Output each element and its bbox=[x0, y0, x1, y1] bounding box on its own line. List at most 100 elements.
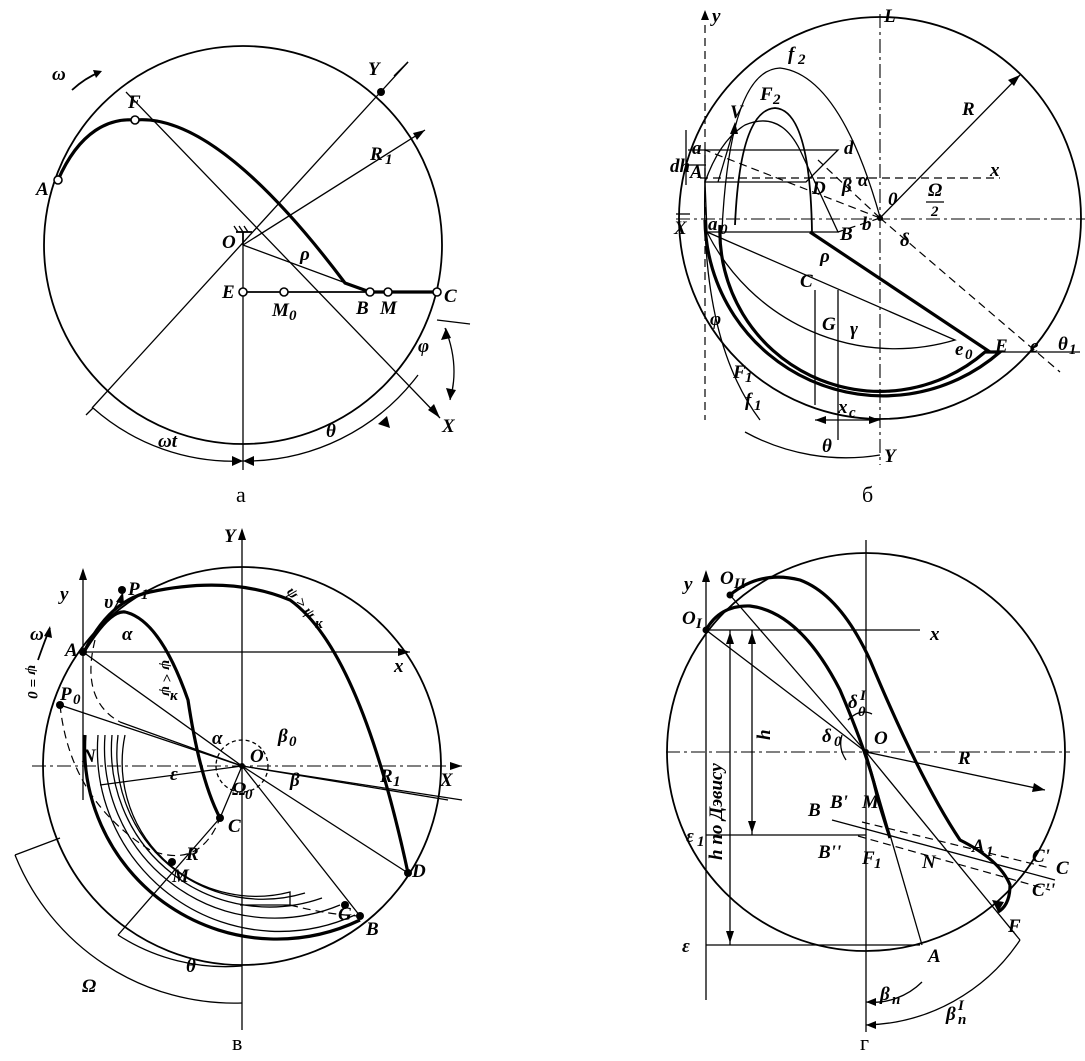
caption-v: в bbox=[232, 1030, 242, 1055]
panel-g-curve-outer bbox=[728, 575, 1012, 914]
panel-b-label-f1: f bbox=[745, 390, 753, 411]
panel-v-label-theta: θ bbox=[186, 956, 196, 977]
panel-g-label-O: O bbox=[874, 728, 888, 749]
panel-g-label-delta0b: δ bbox=[822, 726, 832, 747]
panel-g-label-F1-sub: 1 bbox=[874, 856, 882, 872]
panel-v-label-M: M bbox=[171, 866, 190, 887]
panel-b-label-F1: F bbox=[732, 362, 746, 383]
panel-b-label-X: X bbox=[673, 218, 688, 239]
panel-v: y Y υ P 1 A α ψ > ψ к ψ < ψ к x ω ψ = 0 … bbox=[14, 526, 463, 1055]
panel-b-label-a0: a bbox=[708, 214, 718, 235]
panel-v-label-psi0: ψ = 0 bbox=[24, 665, 40, 699]
panel-b-label-xc-sub: c bbox=[849, 405, 856, 421]
panel-v-label-Omega: Ω bbox=[82, 976, 96, 997]
panel-g-label-B: B bbox=[807, 800, 821, 821]
panel-v-label-psi-lt: ψ < ψ bbox=[158, 660, 174, 697]
panel-v-label-alpha2: α bbox=[212, 728, 223, 749]
panel-g-label-epsilon1: ε bbox=[686, 826, 694, 847]
panel-b-label-E: E bbox=[994, 336, 1008, 357]
panel-v-label-psi-lt-sub: к bbox=[170, 688, 178, 704]
panel-v-label-B: B bbox=[365, 919, 379, 940]
panel-v-curve-psi-lt bbox=[83, 610, 222, 819]
panel-a-label-A: A bbox=[35, 179, 49, 200]
panel-a-label-O: O bbox=[222, 232, 236, 253]
panel-v-label-psi-gt-sub: к bbox=[315, 616, 323, 632]
panel-b-label-omega-half: Ω bbox=[928, 180, 942, 201]
panel-b-label-d: d bbox=[844, 138, 854, 159]
panel-g-line-B1C1 bbox=[861, 821, 1051, 869]
panel-a-label-E: E bbox=[221, 282, 235, 303]
panel-a-x-axis bbox=[125, 91, 441, 419]
panel-g-label-A1: A bbox=[971, 836, 985, 857]
panel-b-label-y: y bbox=[710, 6, 721, 27]
panel-a-r1-line bbox=[242, 129, 426, 246]
panel-g-label-h-dev: h по Дэвису bbox=[706, 763, 727, 860]
panel-b-label-e0: e bbox=[955, 339, 964, 360]
panel-g-label-delta0: δ bbox=[848, 692, 858, 713]
panel-v-label-P0-sub: 0 bbox=[73, 692, 81, 708]
panel-g-label-x: x bbox=[929, 624, 940, 645]
panel-v-label-omega: ω bbox=[30, 624, 44, 645]
panel-g-label-epsilon1-sub: 1 bbox=[697, 834, 705, 850]
panel-a-label-omegat: ωt bbox=[158, 431, 178, 452]
panel-b-label-b: b bbox=[862, 214, 872, 235]
panel-g-label-F: F bbox=[1007, 916, 1021, 937]
panel-g-label-O2-sub: II bbox=[733, 576, 747, 592]
panel-b-curve-F2 bbox=[734, 107, 813, 233]
panel-b-curve-f1 bbox=[703, 179, 761, 421]
panel-g-label-beta-n1: β bbox=[945, 1004, 956, 1025]
panel-a-label-R1-sub: 1 bbox=[385, 152, 393, 168]
panel-v-label-beta: β bbox=[289, 770, 300, 791]
panel-v-label-Omega0: Ω bbox=[232, 779, 246, 800]
panel-a-label-C: C bbox=[444, 286, 457, 307]
panel-b-label-F2: F bbox=[759, 84, 773, 105]
panel-g-label-F1: F bbox=[861, 848, 875, 869]
panel-g-label-O1: O bbox=[682, 608, 696, 629]
panel-v-spiral-rings bbox=[96, 734, 356, 933]
panel-v-label-P1-sub: 1 bbox=[141, 587, 149, 603]
panel-g-label-y: y bbox=[682, 574, 693, 595]
panel-b-material-region bbox=[704, 120, 840, 233]
panel-b-label-e0-sub: 0 bbox=[965, 347, 973, 363]
panel-b-label-a0-sub: 0 bbox=[720, 222, 728, 238]
panel-v-label-Y: Y bbox=[224, 526, 238, 547]
panel-g-line-B2C2 bbox=[857, 835, 1051, 891]
panel-b-label-F1-sub: 1 bbox=[745, 370, 753, 386]
panel-g-label-beta-n-sub: n bbox=[892, 992, 900, 1008]
panel-b-label-L: L bbox=[883, 6, 896, 27]
panel-a-label-F: F bbox=[127, 92, 141, 113]
panel-g-label-C2: C'' bbox=[1032, 880, 1055, 901]
panel-b: y L f 2 F 2 V a d dh A x R D β α 0 Ω 2 X… bbox=[670, 6, 1085, 507]
panel-v-label-G: G bbox=[338, 904, 352, 925]
panel-g-label-beta-n: β bbox=[879, 984, 890, 1005]
panel-b-label-V: V bbox=[730, 102, 744, 123]
panel-b-label-D: D bbox=[811, 178, 826, 199]
panel-b-label-theta: θ bbox=[822, 436, 832, 457]
panel-v-label-Omega0-sub: 0 bbox=[245, 787, 253, 803]
panel-v-label-D: D bbox=[411, 861, 426, 882]
panel-v-label-psi-gt: ψ > ψ bbox=[283, 584, 319, 623]
panel-a-omegat-arc bbox=[92, 407, 244, 462]
panel-v-label-y: y bbox=[58, 584, 69, 605]
panel-g-label-A1-sub: 1 bbox=[986, 844, 994, 860]
panel-g-label-B1: B' bbox=[829, 792, 848, 813]
panel-g-label-C1: C' bbox=[1032, 846, 1050, 867]
caption-a: а bbox=[236, 482, 246, 507]
panel-v-label-P1: P bbox=[127, 579, 140, 600]
panel-a-label-M0: M bbox=[271, 300, 290, 321]
panel-v-curve-psi-gt bbox=[83, 583, 410, 874]
panel-b-label-f2-sub: 2 bbox=[797, 52, 806, 68]
panel-g-label-N: N bbox=[921, 852, 937, 873]
panel-v-label-R: R bbox=[185, 844, 199, 865]
panel-g-label-beta-n1-sub: n bbox=[958, 1012, 966, 1028]
panel-g-label-R: R bbox=[957, 748, 971, 769]
panel-a-label-rho: ρ bbox=[299, 244, 310, 265]
panel-b-label-dh: dh bbox=[670, 156, 690, 177]
panel-g-label-delta0b-sub: 0 bbox=[834, 734, 842, 750]
panel-g-label-h: h bbox=[754, 729, 775, 740]
panel-g-curve-inner bbox=[704, 604, 892, 839]
panel-a-y-axis bbox=[91, 61, 409, 409]
panel-b-label-A: A bbox=[689, 162, 703, 183]
panel-a-theta-arc bbox=[242, 374, 419, 462]
